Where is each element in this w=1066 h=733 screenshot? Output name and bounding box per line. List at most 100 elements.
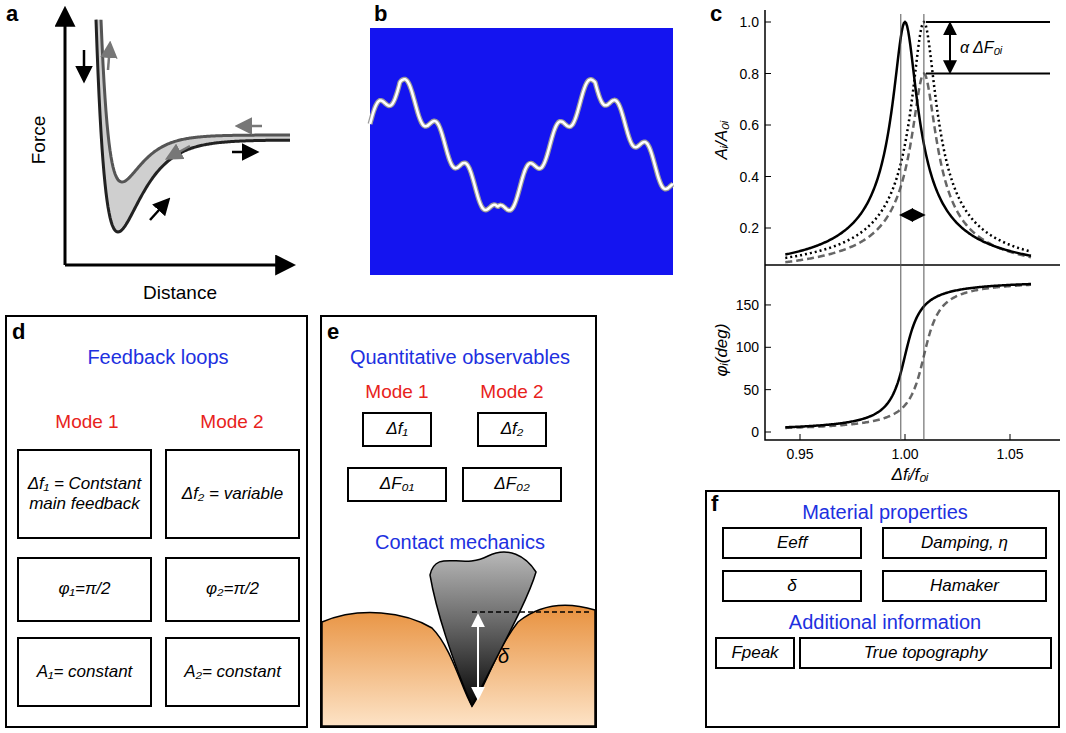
indentation-arrow [477, 616, 479, 698]
tick-label: 0.4 [740, 170, 759, 184]
parameter-text: A₁= constant [37, 662, 133, 682]
plot-axes [765, 10, 1060, 440]
shift-arrow [902, 214, 923, 216]
tick-label: 50 [743, 383, 759, 397]
axis-label: φᵢ(deg) [713, 324, 730, 377]
panel-heading: Material properties [802, 501, 968, 524]
direction-arrow [83, 50, 86, 80]
signal-shadow [370, 79, 673, 210]
panel-box: Quantitative observablesMode 1Mode 2Cont… [320, 315, 597, 728]
tick-label: 0.6 [740, 118, 759, 132]
panel-letter: f [711, 493, 718, 515]
oscilloscope-screen [370, 28, 673, 275]
approach-curve [101, 20, 290, 182]
panel-heading: Additional information [789, 611, 981, 634]
axis-label: Δfᵢ/f₀ᵢ [892, 466, 929, 483]
tick-label: 0.95 [786, 447, 813, 461]
panel-heading: Mode 1 [55, 411, 118, 433]
axis-label: Aᵢ/A₀ᵢ [713, 121, 730, 160]
tick [765, 176, 771, 177]
tick [765, 228, 771, 229]
parameter-text: δ [787, 576, 796, 596]
tick-label: 150 [736, 298, 759, 312]
tick-label: 1.05 [996, 447, 1023, 461]
tick [1010, 434, 1011, 440]
tick [765, 73, 771, 74]
tick [765, 432, 771, 433]
tick-label: 1.0 [740, 15, 759, 29]
parameter-text: Eeff [777, 533, 807, 553]
tick [765, 304, 771, 305]
tick [800, 434, 801, 440]
panel-box: Material propertiesAdditional informatio… [705, 490, 1060, 728]
panel-heading: Mode 2 [480, 381, 543, 403]
parameter-text: φ₁=π/2 [59, 579, 111, 599]
tick-label: 0.2 [740, 221, 759, 235]
x-axis [65, 264, 292, 267]
bimodal-signal [370, 79, 673, 210]
annotation-label: α ΔF₀ᵢ [960, 40, 1002, 56]
parameter-text: ΔF₀₁ [380, 474, 414, 494]
parameter-box: Fpeak [715, 637, 795, 669]
tick [765, 22, 771, 23]
tick [765, 125, 771, 126]
parameter-box: ΔF₀₁ [347, 467, 447, 502]
guide-line [923, 14, 924, 440]
amplitude-curve-dotted [785, 22, 1031, 258]
direction-arrow [168, 146, 190, 158]
panel-letter: d [12, 321, 25, 343]
guide-line [900, 14, 901, 440]
parameter-text: Hamaker [930, 576, 999, 596]
indentation-label: δ [498, 646, 509, 666]
direction-arrow [150, 200, 168, 220]
panel-heading: Mode 1 [365, 381, 428, 403]
y-axis [64, 10, 67, 265]
axis-label: Distance [143, 283, 217, 302]
parameter-box: Hamaker [882, 570, 1047, 602]
level-line [926, 21, 1050, 23]
parameter-box: A₁= constant [17, 637, 152, 707]
phase-curve [785, 284, 1031, 427]
parameter-box: Δf₁ = Contstant main feedback [17, 449, 152, 539]
level-line [926, 73, 1050, 75]
parameter-box: Δf₂ [477, 412, 547, 447]
tick-label: 0 [751, 425, 759, 439]
parameter-box: Δf₂ = variable [165, 449, 300, 539]
dissipated-energy-area [96, 20, 290, 232]
panel-letter: e [327, 321, 339, 343]
parameter-text: Damping, η [921, 533, 1008, 553]
tick-label: 0.8 [740, 67, 759, 81]
parameter-box: ΔF₀₂ [462, 467, 562, 502]
parameter-box: Eeff [722, 527, 862, 559]
parameter-text: A₂= constant [184, 662, 281, 682]
direction-arrow [238, 125, 262, 128]
direction-arrow [108, 44, 110, 70]
parameter-box: Δf₁ [362, 412, 432, 447]
afm-tip [430, 552, 536, 706]
panel-letter: a [6, 3, 18, 25]
panel-heading: Feedback loops [87, 346, 228, 369]
surface-level-line [472, 611, 592, 613]
tick-label: 100 [736, 340, 759, 354]
amplitude-curve-dashed [785, 74, 1031, 263]
parameter-text: ΔF₀₂ [494, 474, 529, 494]
tick-label: 1.00 [891, 447, 918, 461]
parameter-text: Δf₂ = variable [182, 484, 284, 504]
tick [765, 347, 771, 348]
retract-curve [96, 20, 290, 232]
panel-letter: c [710, 3, 722, 25]
parameter-text: Δf₁ = Contstant main feedback [25, 474, 144, 515]
parameter-box: δ [722, 570, 862, 602]
parameter-box: True topography [799, 637, 1052, 669]
axis-label: Force [29, 116, 48, 165]
phase-curve-dashed [785, 285, 1031, 428]
parameter-text: Δf₂ [501, 419, 524, 439]
parameter-text: Δf₁ [386, 419, 408, 439]
panel-letter: b [374, 3, 387, 25]
parameter-box: A₂= constant [165, 637, 300, 707]
amplitude-curve [785, 22, 1031, 256]
tick [765, 389, 771, 390]
plot-divider [765, 264, 1060, 266]
parameter-text: True topography [864, 643, 987, 663]
